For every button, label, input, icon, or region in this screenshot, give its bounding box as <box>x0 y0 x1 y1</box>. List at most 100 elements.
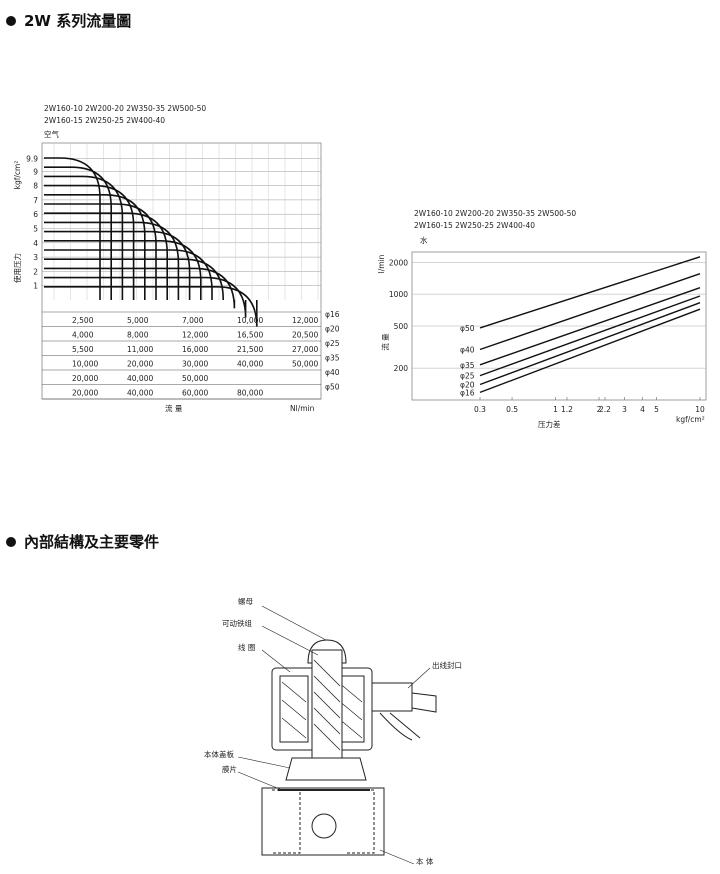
water-x-tick-label: 2.2 <box>599 405 611 414</box>
water-x-tick-label: 2 <box>597 405 602 414</box>
air-row-value: 2,500 <box>72 316 94 325</box>
air-row-value: 16,000 <box>182 345 208 354</box>
air-y-tick-label: 3 <box>33 253 38 262</box>
water-x-tick-label: 4 <box>640 405 645 414</box>
air-curve <box>44 221 180 300</box>
air-y-tick-label: 6 <box>33 210 38 219</box>
air-x-label: 流 量 <box>165 403 183 413</box>
leader-coil <box>261 649 291 673</box>
water-models: 2W160-10 2W200-20 2W350-35 2W500-50 2W16… <box>414 209 576 245</box>
water-x-tick-label: 5 <box>654 405 659 414</box>
air-curve <box>44 175 124 300</box>
label-body: 本 体 <box>416 856 434 866</box>
air-row-value: 16,500 <box>237 331 263 340</box>
air-row-value: 20,000 <box>127 360 153 369</box>
air-curve <box>44 212 168 300</box>
air-y-tick-label: 5 <box>33 225 38 234</box>
air-row-value: 50,000 <box>292 360 318 369</box>
air-models-row2: 2W160-15 2W250-25 2W400-40 <box>44 116 165 125</box>
air-curve <box>44 184 135 300</box>
lead-wires <box>379 712 421 741</box>
plunger-hatch <box>313 659 341 751</box>
air-y-tick-label: 1 <box>33 282 38 291</box>
water-x-tick-label: 10 <box>695 405 705 414</box>
water-x-tick-label: 1.2 <box>561 405 573 414</box>
water-series-line <box>479 308 701 394</box>
label-nut: 螺母 <box>238 596 253 606</box>
air-row-value: 8,000 <box>127 331 149 340</box>
water-series-line <box>479 273 701 351</box>
leader-diaphragm <box>237 771 283 791</box>
leader-bonnet <box>237 756 291 769</box>
air-y-tick-label: 8 <box>33 182 38 191</box>
bonnet-cover <box>285 757 367 781</box>
air-curve <box>44 166 112 300</box>
leader-outlet <box>407 667 431 689</box>
water-y-tick-label: 200 <box>394 364 409 373</box>
water-y-tick-label: 500 <box>394 322 409 331</box>
air-y-axis-label: 使用压力 <box>12 253 22 283</box>
valve-labels: 螺母 可动铁组 线 圈 出线封口 本体盖板 膜片 本 体 <box>204 596 462 866</box>
air-y-tick-label: 9.9 <box>26 154 38 163</box>
water-y-tick-label: 1000 <box>389 290 408 299</box>
leader-nut <box>261 605 327 641</box>
label-coil: 线 圈 <box>238 642 255 652</box>
label-diaphragm: 膜片 <box>222 764 237 774</box>
air-row-value: 80,000 <box>237 389 263 398</box>
air-x-unit: Nl/min <box>290 404 315 413</box>
air-row-value: 40,000 <box>127 374 153 383</box>
air-y-tick-label: 9 <box>33 167 38 176</box>
water-series-label: φ50 <box>460 324 475 333</box>
air-row-value: 5,000 <box>127 316 149 325</box>
air-row-value: 4,000 <box>72 331 94 340</box>
leader-body <box>379 849 415 865</box>
air-row-value: 20,500 <box>292 331 318 340</box>
water-models-row2: 2W160-15 2W250-25 2W400-40 <box>414 221 535 230</box>
air-curve <box>44 230 191 300</box>
water-x-tick-label: 0.3 <box>474 405 486 414</box>
air-y-tick-label: 7 <box>33 196 38 205</box>
air-row-value: 21,500 <box>237 345 263 354</box>
air-row-value: 40,000 <box>237 360 263 369</box>
air-curve <box>44 240 202 300</box>
air-chart-grid <box>42 143 321 300</box>
air-row-value: 40,000 <box>127 389 153 398</box>
water-x-tick-label: 1 <box>553 405 558 414</box>
water-series-line <box>479 256 701 329</box>
cable <box>411 692 437 713</box>
section-title-structure: 內部結構及主要零件 <box>6 531 159 552</box>
label-plunger: 可动铁组 <box>222 618 252 628</box>
leader-plunger <box>261 625 319 656</box>
air-row-size: φ50 <box>325 383 340 392</box>
water-y-unit: l/min <box>377 254 386 273</box>
air-row-value: 27,000 <box>292 345 318 354</box>
air-curve <box>44 276 247 318</box>
water-x-tick-label: 3 <box>622 405 627 414</box>
valve-diagram <box>237 605 437 865</box>
body-ports <box>272 789 375 854</box>
water-series-label: φ20 <box>460 381 475 390</box>
bullet-icon <box>6 536 16 547</box>
label-bonnet: 本体盖板 <box>204 749 234 759</box>
air-row-size: φ40 <box>325 368 340 377</box>
air-row-size: φ16 <box>325 310 340 319</box>
air-row-value: 7,000 <box>182 316 204 325</box>
air-curve <box>44 286 258 327</box>
air-y-tick-label: 2 <box>33 267 38 276</box>
air-row-value: 20,000 <box>72 374 98 383</box>
air-models-row1: 2W160-10 2W200-20 2W350-35 2W500-50 <box>44 104 206 113</box>
water-x-tick-label: 0.5 <box>506 405 518 414</box>
coil-left <box>279 675 309 743</box>
air-row-value: 50,000 <box>182 374 208 383</box>
water-models-row1: 2W160-10 2W200-20 2W350-35 2W500-50 <box>414 209 576 218</box>
air-curve <box>44 258 224 300</box>
section-title-flow: 2W 系列流量圖 <box>6 10 131 31</box>
water-y-label: 流 量 <box>380 333 390 351</box>
air-row-size: φ20 <box>325 325 340 334</box>
water-x-unit: kgf/cm² <box>676 415 705 424</box>
water-series-label: φ35 <box>460 361 475 370</box>
